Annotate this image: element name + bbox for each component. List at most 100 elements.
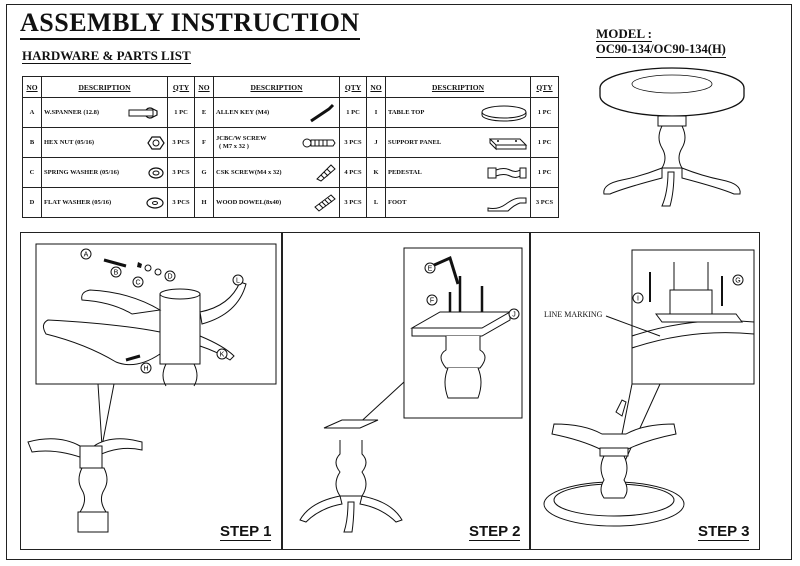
part-description-text: W.SPANNER (12.8) <box>44 108 100 116</box>
table-row: C SPRING WASHER (05/16) 3 PCS G CSK SCRE… <box>22 157 559 188</box>
part-qty: 3 PCS <box>167 187 195 218</box>
page-title: ASSEMBLY INSTRUCTION <box>20 8 360 40</box>
table-row: B HEX NUT (05/16) 3 PCS F JCBC/W SCREW( … <box>22 127 559 158</box>
callout-label: K <box>220 352 225 359</box>
hex-nut-icon <box>147 135 165 150</box>
part-description-text: ALLEN KEY (M4) <box>216 108 270 116</box>
wood-dowel-icon <box>314 193 336 212</box>
part-description-text: SUPPORT PANEL <box>388 138 442 146</box>
spring-washer-icon <box>148 166 164 179</box>
part-qty: 1 PC <box>167 97 195 128</box>
part-description-text: PEDESTAL <box>388 168 422 176</box>
part-qty: 3 PCS <box>339 187 367 218</box>
table-row: A W.SPANNER (12.8) 1 PC E ALLEN KEY (M4)… <box>22 97 559 128</box>
step2-label: STEP 2 <box>469 523 521 541</box>
callout-label: L <box>236 278 240 285</box>
callout-label: G <box>735 278 740 285</box>
step2-callouts: E F J <box>424 262 520 320</box>
model-label: MODEL : <box>596 26 652 42</box>
callout-label: E <box>428 266 433 273</box>
step3-label: STEP 3 <box>698 523 750 541</box>
part-description-text: FLAT WASHER (05/16) <box>44 198 112 206</box>
part-description-text: SPRING WASHER (05/16) <box>44 168 120 176</box>
table-row: D FLAT WASHER (05/16) 3 PCS H WOOD DOWEL… <box>22 187 559 218</box>
allen-key-icon <box>310 103 335 122</box>
part-no: K <box>366 157 386 188</box>
header-description: DESCRIPTION <box>41 76 168 98</box>
part-no: L <box>366 187 386 218</box>
step1-illustration: A B C D L K H <box>27 243 277 533</box>
part-qty: 1 PC <box>530 97 559 128</box>
part-description-text: WOOD DOWEL(8x40) <box>216 198 282 206</box>
callout-label: A <box>84 252 89 259</box>
header-qty: QTY <box>530 76 559 98</box>
foot-icon <box>487 197 527 211</box>
flat-washer-icon <box>146 196 164 209</box>
part-no: J <box>366 127 386 158</box>
step3-panel <box>530 232 760 550</box>
part-qty: 3 PCS <box>530 187 559 218</box>
part-description: FLAT WASHER (05/16) <box>41 187 168 218</box>
part-no: F <box>194 127 214 158</box>
part-qty: 3 PCS <box>167 157 195 188</box>
step3-illustration: I G <box>543 249 755 527</box>
table-header-row: NO DESCRIPTION QTY NO DESCRIPTION QTY NO… <box>22 76 559 98</box>
callout-label: D <box>167 274 172 281</box>
step1-callouts: A B C D L K H <box>80 248 244 374</box>
callout-label: J <box>512 312 516 319</box>
part-description-line: ( M7 x 32 ) <box>219 142 249 150</box>
part-qty: 3 PCS <box>167 127 195 158</box>
part-no: E <box>194 97 214 128</box>
part-description-text: HEX NUT (05/16) <box>44 138 95 146</box>
part-description: SUPPORT PANEL <box>385 127 531 158</box>
part-description-text: CSK SCREW(M4 x 32) <box>216 168 282 176</box>
header-no: NO <box>22 76 42 98</box>
callout-label: F <box>430 298 434 305</box>
step2-panel <box>282 232 530 550</box>
header-qty: QTY <box>339 76 367 98</box>
csk-screw-icon <box>316 163 336 182</box>
part-qty: 1 PC <box>339 97 367 128</box>
part-qty: 1 PC <box>530 127 559 158</box>
parts-list-heading: HARDWARE & PARTS LIST <box>22 48 191 64</box>
page-frame <box>6 4 792 560</box>
callout-label: H <box>143 366 148 373</box>
part-description: PEDESTAL <box>385 157 531 188</box>
header-description: DESCRIPTION <box>385 76 531 98</box>
jcbc-screw-icon <box>302 138 336 147</box>
part-qty: 3 PCS <box>339 127 367 158</box>
callout-label: C <box>135 280 140 287</box>
part-no: H <box>194 187 214 218</box>
part-qty: 1 PC <box>530 157 559 188</box>
part-description: WOOD DOWEL(8x40) <box>213 187 340 218</box>
part-no: C <box>22 157 42 188</box>
part-no: A <box>22 97 42 128</box>
part-description: W.SPANNER (12.8) <box>41 97 168 128</box>
part-description: FOOT <box>385 187 531 218</box>
part-description-text: FOOT <box>388 198 407 206</box>
callout-label: I <box>637 296 639 303</box>
header-no: NO <box>366 76 386 98</box>
step3-callouts: I G <box>632 274 744 304</box>
step1-panel <box>20 232 282 550</box>
part-description: ALLEN KEY (M4) <box>213 97 340 128</box>
part-qty: 4 PCS <box>339 157 367 188</box>
part-description: HEX NUT (05/16) <box>41 127 168 158</box>
callout-label: B <box>114 270 119 277</box>
part-description-text: JCBC/W SCREW( M7 x 32 ) <box>216 135 267 151</box>
part-no: B <box>22 127 42 158</box>
part-description: JCBC/W SCREW( M7 x 32 ) <box>213 127 340 158</box>
part-no: G <box>194 157 214 188</box>
part-description: SPRING WASHER (05/16) <box>41 157 168 188</box>
part-description-text: TABLE TOP <box>388 108 425 116</box>
part-description: CSK SCREW(M4 x 32) <box>213 157 340 188</box>
line-marking-label: LINE MARKING <box>544 310 603 319</box>
parts-table: NO DESCRIPTION QTY NO DESCRIPTION QTY NO… <box>22 76 559 218</box>
header-qty: QTY <box>167 76 195 98</box>
part-description-line: JCBC/W SCREW <box>216 134 267 142</box>
table-top-icon <box>481 105 527 121</box>
pedestal-icon <box>487 167 527 178</box>
table-illustration <box>599 67 745 207</box>
support-panel-icon <box>488 138 528 150</box>
header-description: DESCRIPTION <box>213 76 340 98</box>
